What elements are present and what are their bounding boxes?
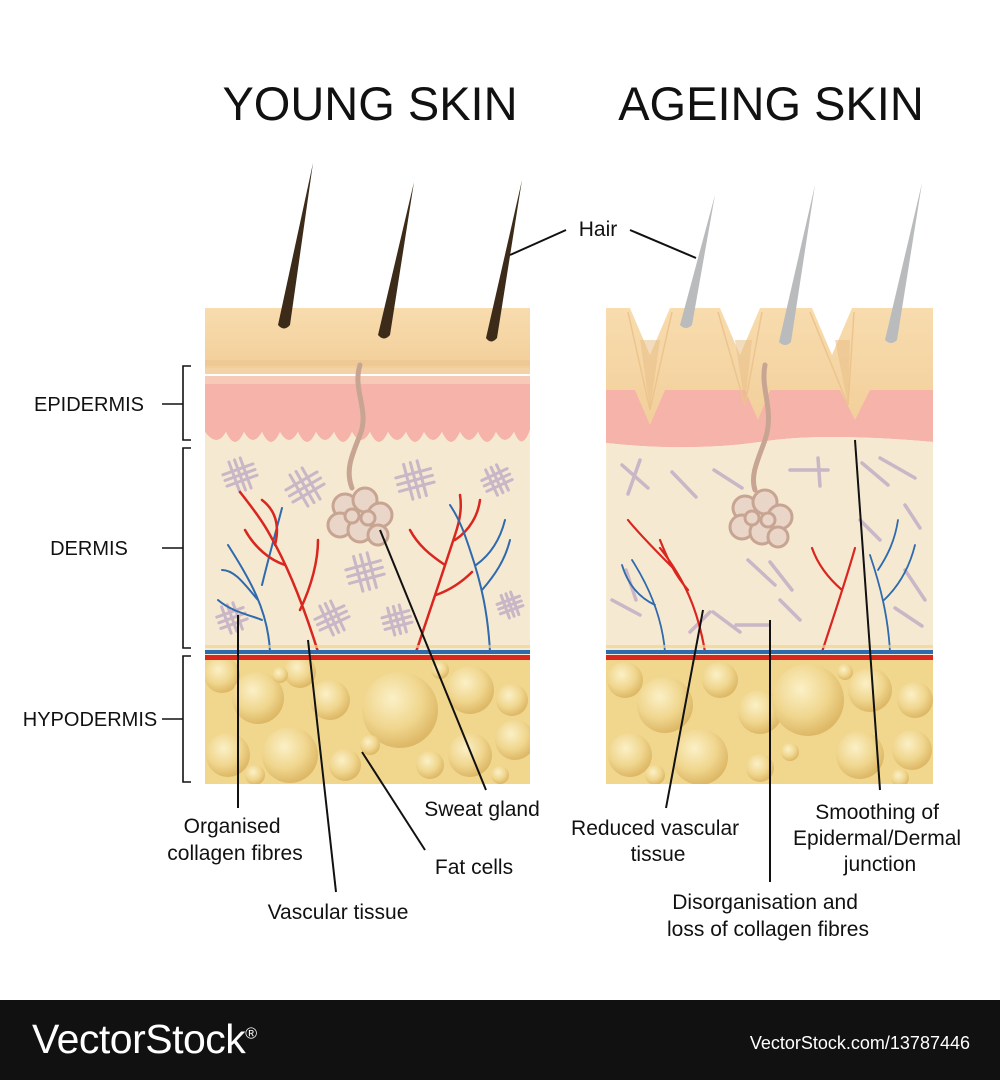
- ageing-vascular: [621, 518, 916, 654]
- label-dermis: DERMIS: [50, 538, 128, 560]
- title-young-skin: YOUNG SKIN: [222, 77, 517, 130]
- layer-brackets: [162, 365, 191, 783]
- label-vascular-tissue: Vascular tissue: [268, 901, 409, 924]
- young-epidermis: [205, 384, 530, 442]
- label-smoothing-junction: Smoothing of Epidermal/Dermal junction: [793, 801, 967, 876]
- label-hair: Hair: [579, 218, 618, 241]
- label-disorganisation: Disorganisation and loss of collagen fib…: [667, 891, 869, 941]
- young-collagen-fibres: [215, 456, 525, 637]
- leader-lines: [237, 229, 881, 893]
- label-fat-cells: Fat cells: [435, 856, 513, 879]
- image-id-text: VectorStock.com/13787446: [749, 1033, 970, 1053]
- label-hypodermis: HYPODERMIS: [23, 709, 157, 731]
- ageing-hairs: [680, 183, 922, 345]
- footer-bar: VectorStock® VectorStock.com/13787446: [0, 1000, 1000, 1080]
- vectorstock-logo: VectorStock®: [32, 1016, 257, 1062]
- ageing-collagen-fibres: [610, 456, 927, 634]
- young-skin-section: [205, 163, 530, 784]
- skin-diagram: YOUNG SKIN AGEING SKIN: [23, 77, 967, 941]
- label-epidermis: EPIDERMIS: [34, 394, 144, 416]
- label-reduced-vascular: Reduced vascular tissue: [571, 817, 745, 866]
- ageing-stratum-layer: [606, 308, 933, 425]
- young-vascular-right: [408, 493, 511, 654]
- young-sweat-gland: [326, 362, 394, 547]
- title-ageing-skin: AGEING SKIN: [618, 77, 924, 130]
- ageing-sweat-gland: [728, 362, 794, 549]
- young-vascular-left: [217, 490, 320, 654]
- young-fat-cells: [205, 660, 530, 784]
- ageing-dermis: [606, 437, 933, 656]
- label-organised-collagen: Organised collagen fibres: [167, 815, 302, 865]
- label-sweat-gland: Sweat gland: [424, 798, 540, 821]
- young-stratum-layer: [205, 308, 530, 368]
- young-hairs: [278, 163, 522, 342]
- young-dermis: [205, 430, 530, 656]
